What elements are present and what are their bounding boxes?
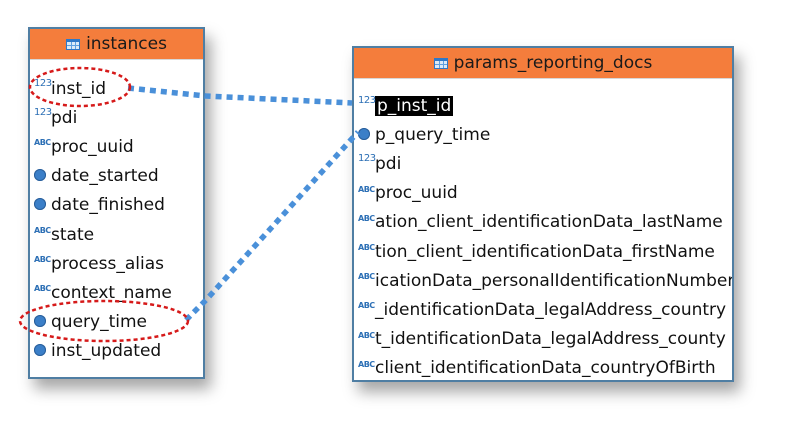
text-type-icon: ABC bbox=[358, 359, 375, 369]
column-row-state[interactable]: ABC state bbox=[30, 220, 203, 249]
column-row-pdi[interactable]: 123 pdi bbox=[30, 103, 203, 132]
text-type-icon: ABC bbox=[358, 213, 375, 223]
column-name: tion_client_identificationData_firstName bbox=[375, 241, 715, 262]
params-table-header: params_reporting_docs bbox=[354, 48, 732, 79]
column-row-inst-id[interactable]: 123 inst_id bbox=[30, 74, 203, 103]
column-name: inst_id bbox=[51, 78, 107, 99]
column-name: state bbox=[51, 224, 95, 245]
clock-icon bbox=[34, 344, 51, 358]
column-row-country-of-birth[interactable]: ABC client_identificationData_countryOfB… bbox=[354, 354, 732, 380]
column-row-pdi[interactable]: 123 pdi bbox=[354, 149, 732, 178]
text-type-icon: ABC bbox=[358, 184, 375, 194]
clock-icon bbox=[34, 315, 51, 329]
link-query-time-to-p-query-time bbox=[184, 130, 361, 322]
column-name: proc_uuid bbox=[51, 136, 134, 157]
column-name: ation_client_identificationData_lastName bbox=[375, 212, 723, 233]
numeric-type-icon: 123 bbox=[358, 153, 376, 165]
instances-table-title: instances bbox=[86, 34, 167, 54]
column-row-legal-address-country[interactable]: ABC _identificationData_legalAddress_cou… bbox=[354, 295, 732, 324]
column-name: context_name bbox=[51, 282, 172, 303]
column-row-p-query-time[interactable]: p_query_time bbox=[354, 120, 732, 149]
text-type-icon: ABC bbox=[34, 255, 51, 265]
text-type-icon: ABC bbox=[34, 284, 51, 294]
column-row-query-time[interactable]: query_time bbox=[30, 308, 203, 337]
params-table-title: params_reporting_docs bbox=[453, 53, 653, 73]
column-row-personal-id-number[interactable]: ABC icationData_personalIdentificationNu… bbox=[354, 266, 732, 295]
numeric-type-icon: 123 bbox=[34, 78, 52, 90]
text-type-icon: ABC bbox=[358, 272, 375, 282]
column-row-date-started[interactable]: date_started bbox=[30, 162, 203, 191]
instances-table-header: instances bbox=[30, 29, 203, 60]
column-row-first-name[interactable]: ABC tion_client_identificationData_first… bbox=[354, 237, 732, 266]
column-name: t_identificationData_legalAddress_county bbox=[375, 329, 726, 350]
clock-icon bbox=[34, 169, 51, 183]
column-name: inst_updated bbox=[51, 341, 162, 362]
column-name: process_alias bbox=[51, 253, 164, 274]
text-type-icon: ABC bbox=[358, 301, 375, 311]
text-type-icon: ABC bbox=[34, 226, 51, 236]
column-name: p_query_time bbox=[375, 124, 491, 145]
column-name: date_finished bbox=[51, 195, 165, 216]
text-type-icon: ABC bbox=[358, 330, 375, 340]
clock-icon bbox=[358, 128, 375, 142]
column-name: icationData_personalIdentificationNumber bbox=[375, 270, 734, 291]
column-name-selected: p_inst_id bbox=[375, 95, 454, 116]
instances-column-list: 123 inst_id 123 pdi ABC proc_uuid date_s… bbox=[30, 60, 203, 366]
column-name: pdi bbox=[375, 153, 402, 174]
numeric-type-icon: 123 bbox=[358, 95, 376, 107]
column-name: _identificationData_legalAddress_country bbox=[375, 299, 727, 320]
column-name: pdi bbox=[51, 107, 78, 128]
text-type-icon: ABC bbox=[34, 138, 51, 148]
column-name: proc_uuid bbox=[375, 183, 458, 204]
column-row-p-inst-id[interactable]: 123 p_inst_id bbox=[354, 91, 732, 120]
params-reporting-docs-table: params_reporting_docs 123 p_inst_id p_qu… bbox=[352, 46, 734, 382]
column-row-process-alias[interactable]: ABC process_alias bbox=[30, 249, 203, 278]
params-column-list: 123 p_inst_id p_query_time 123 pdi ABC p… bbox=[354, 79, 732, 380]
column-name: client_identificationData_countryOfBirth bbox=[375, 358, 716, 379]
column-row-proc-uuid[interactable]: ABC proc_uuid bbox=[354, 179, 732, 208]
text-type-icon: ABC bbox=[358, 243, 375, 253]
column-row-last-name[interactable]: ABC ation_client_identificationData_last… bbox=[354, 208, 732, 237]
table-icon bbox=[66, 38, 81, 50]
column-row-context-name[interactable]: ABC context_name bbox=[30, 278, 203, 307]
column-row-legal-address-county[interactable]: ABC t_identificationData_legalAddress_co… bbox=[354, 325, 732, 354]
table-icon bbox=[433, 57, 448, 69]
column-name: date_started bbox=[51, 166, 159, 187]
column-row-date-finished[interactable]: date_finished bbox=[30, 191, 203, 220]
column-name: query_time bbox=[51, 312, 147, 333]
instances-table: instances 123 inst_id 123 pdi ABC proc_u… bbox=[28, 27, 205, 379]
clock-icon bbox=[34, 198, 51, 212]
numeric-type-icon: 123 bbox=[34, 107, 52, 119]
column-row-proc-uuid[interactable]: ABC proc_uuid bbox=[30, 132, 203, 161]
column-row-inst-updated[interactable]: inst_updated bbox=[30, 337, 203, 366]
